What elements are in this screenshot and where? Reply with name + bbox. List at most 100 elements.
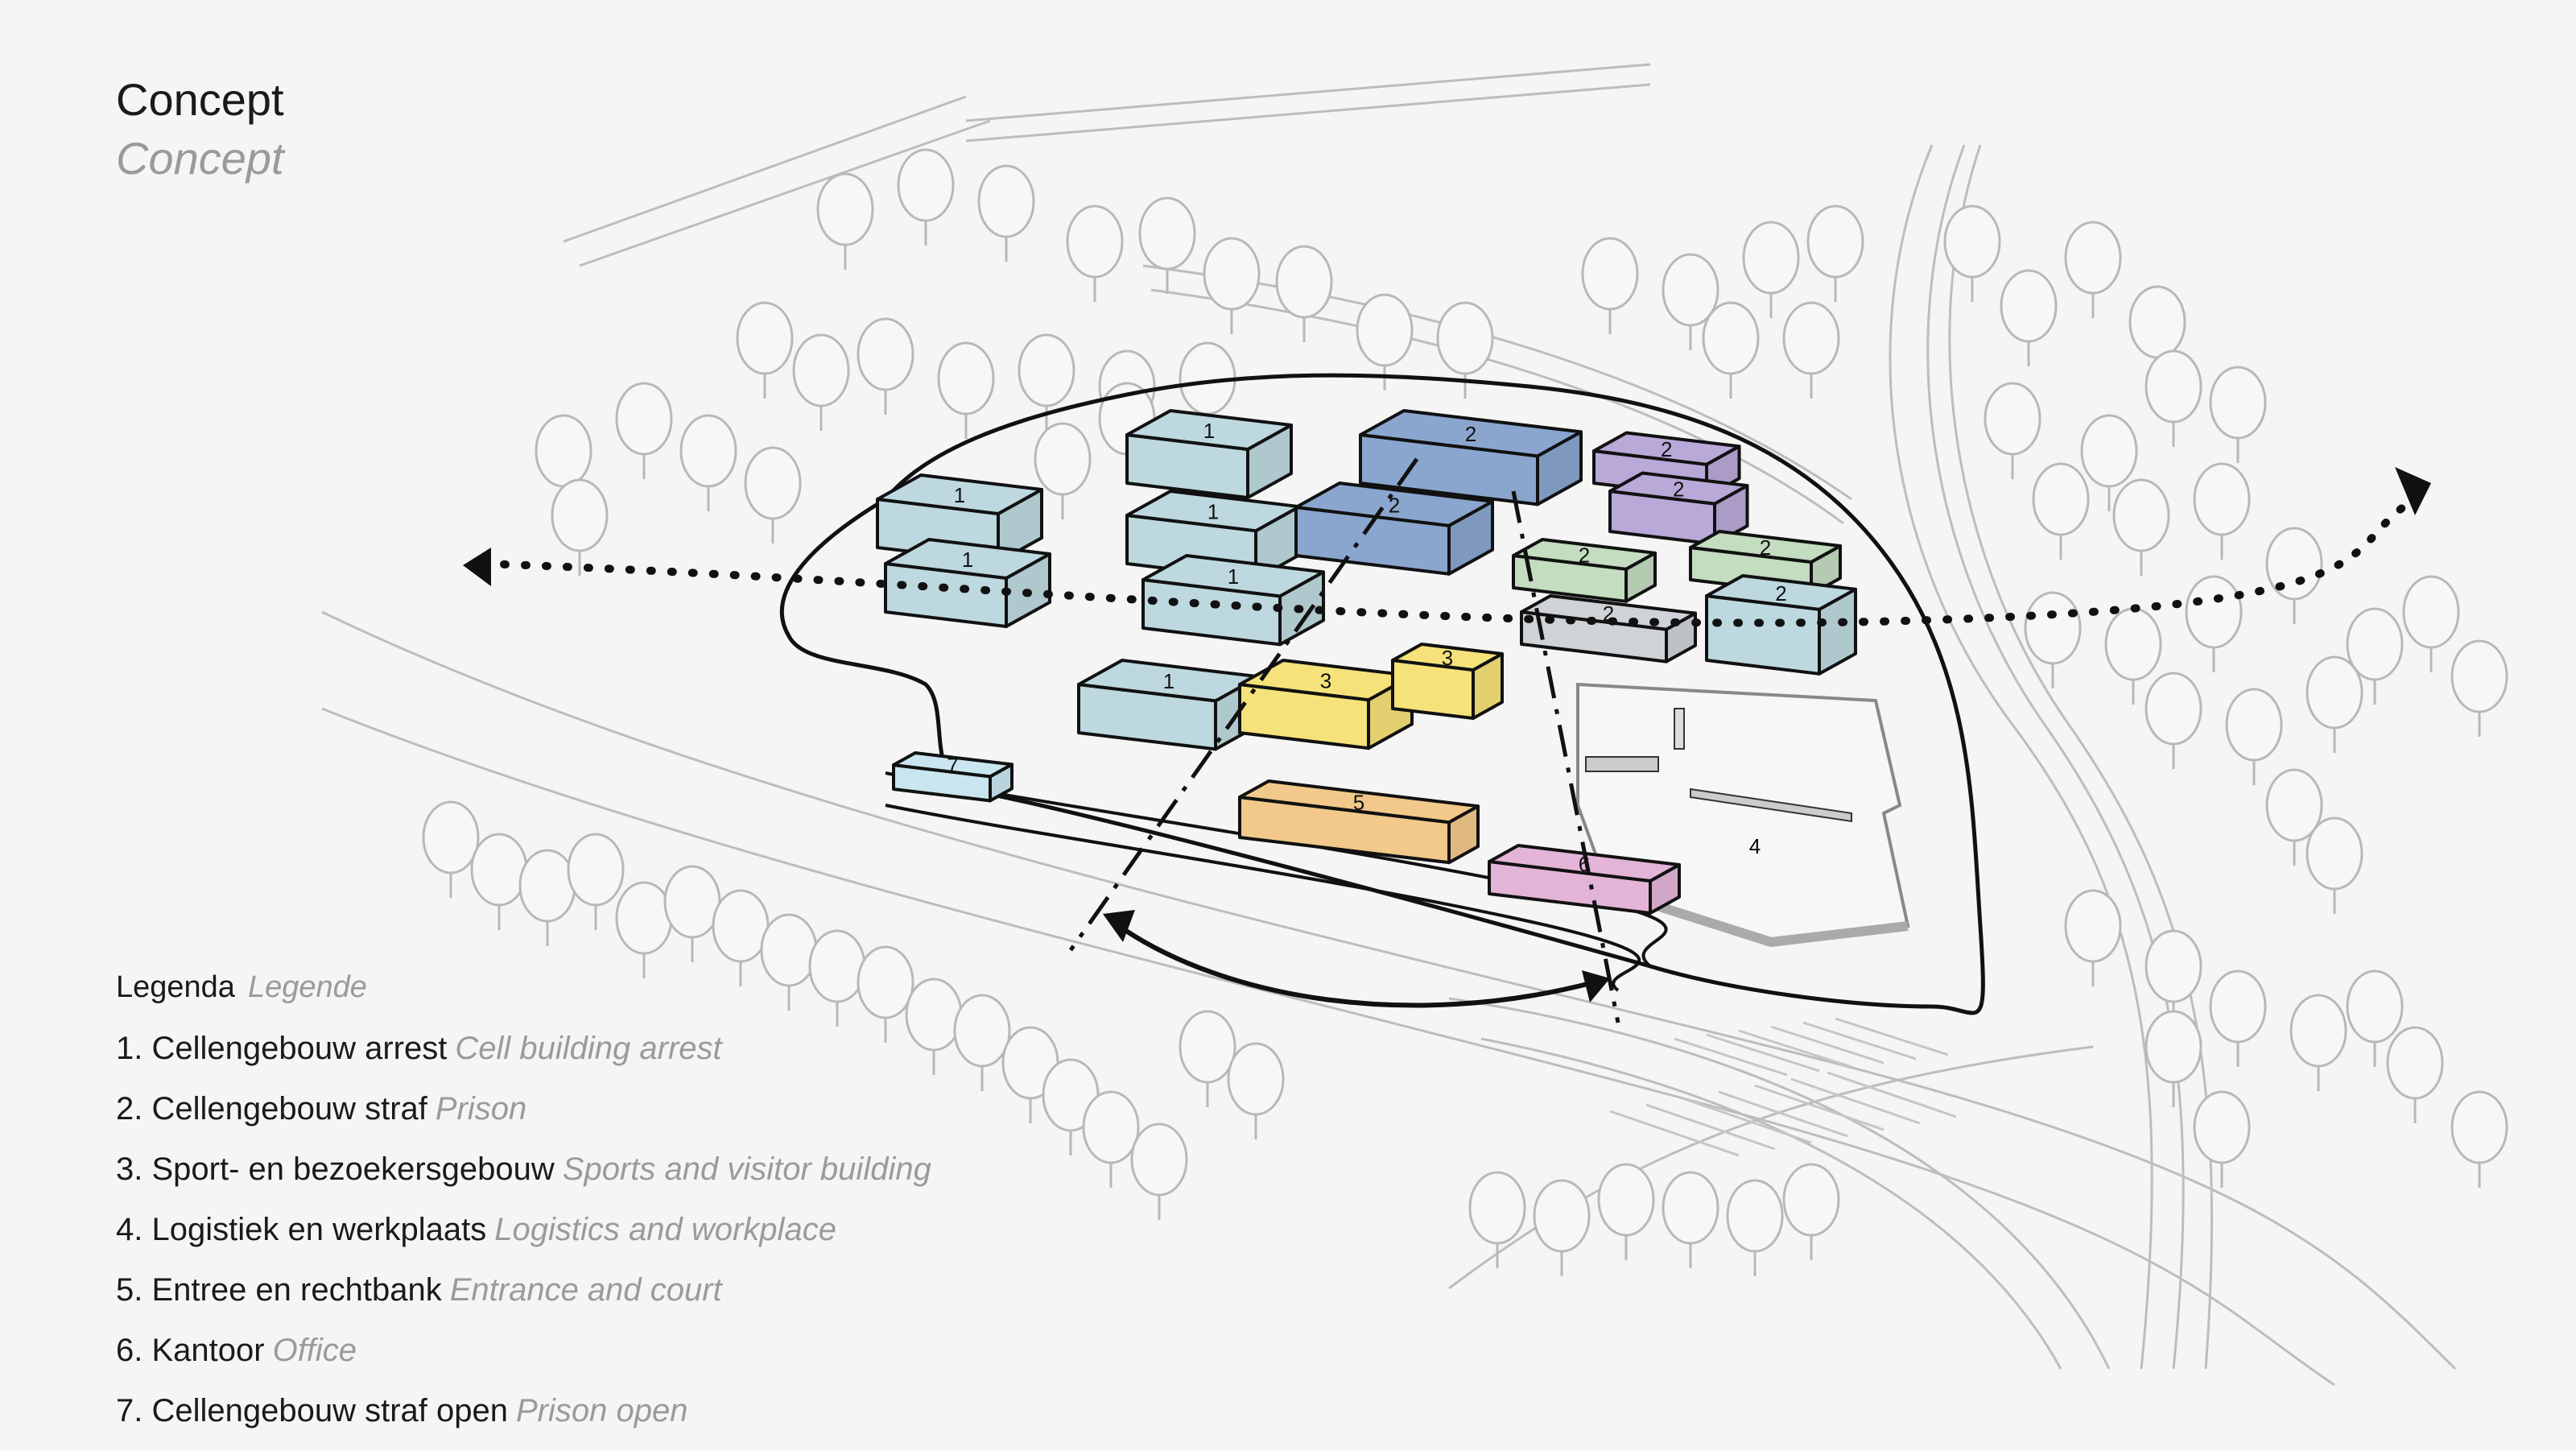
tree-icon [1042, 1058, 1100, 1155]
building-label: 2 [1661, 437, 1672, 461]
tree-icon [1203, 237, 1261, 334]
building-3: 3 [1391, 643, 1504, 720]
tree-icon [2185, 575, 2243, 672]
legend-item-label: 1. Cellengebouw arrest [116, 1031, 448, 1066]
tree-icon [1984, 382, 2041, 479]
tree-icon [1066, 205, 1124, 302]
tree-icon [615, 382, 673, 479]
tree-icon [736, 301, 794, 399]
parking-area [1609, 1017, 1957, 1157]
tree-icon [2112, 478, 2170, 576]
tree-icon [1702, 301, 1760, 399]
tree-icon [1806, 205, 1864, 302]
building-label: 2 [1673, 477, 1684, 502]
building-2: 2 [1520, 594, 1697, 663]
tree-icon [1581, 237, 1639, 334]
tree-icon [1726, 1179, 1784, 1276]
legend-item-label: 5. Entree en rechtbank [116, 1272, 442, 1308]
tree-icon [2104, 607, 2162, 705]
tree-icon [1034, 422, 1092, 519]
building-label: 2 [1775, 581, 1786, 606]
tree-icon [1179, 1010, 1236, 1107]
building-1: 1 [884, 538, 1051, 628]
tree-icon [2145, 1010, 2202, 1107]
tree-icon [2145, 672, 2202, 769]
tree-icon [2024, 591, 2082, 688]
legend-heading-nl: Legenda [116, 970, 235, 1004]
page-title: Concept [116, 74, 284, 125]
tree-icon [953, 994, 1011, 1091]
legend-item-en: Sports and visitor building [562, 1151, 931, 1187]
tree-icon [2265, 527, 2323, 624]
legend-item-label: 7. Cellengebouw straf open [116, 1393, 508, 1428]
building-label: 1 [1208, 500, 1219, 524]
legend-heading-en: Legende [247, 970, 367, 1004]
building-label: 2 [1465, 422, 1476, 446]
tree-icon [1130, 1122, 1188, 1220]
east-arrow-head [2395, 467, 2431, 515]
tree-icon [792, 333, 850, 431]
legend-item-en: Cell building arrest [455, 1031, 722, 1066]
building-2: 2 [1359, 409, 1583, 506]
tree-icon [2080, 414, 2138, 511]
curved-arrow-head-left [1103, 910, 1135, 942]
tree-icon [615, 881, 673, 978]
tree-icon [2289, 994, 2347, 1091]
tree-icon [663, 865, 721, 962]
west-arrow-head [463, 548, 491, 586]
tree-icon [1662, 1171, 1719, 1268]
tree-icon [744, 446, 802, 544]
tree-icon [1742, 221, 1800, 318]
tree-icon [2193, 462, 2251, 560]
building-label: 2 [1389, 493, 1400, 517]
legend-item-en: Entrance and court [449, 1272, 722, 1308]
building-label: 1 [1163, 669, 1174, 693]
tree-icon [2306, 816, 2363, 914]
tree-icon [1356, 293, 1414, 391]
building-6: 6 [1488, 844, 1681, 915]
tree-icon [2346, 969, 2404, 1067]
tree-icon [816, 172, 874, 270]
tree-icon [1138, 196, 1196, 294]
tree-icon [2265, 768, 2323, 866]
tree-icon [470, 833, 528, 930]
tree-icon [1227, 1042, 1285, 1139]
building-2: 2 [1705, 574, 1857, 676]
building-2: 2 [1608, 471, 1749, 546]
tree-icon [897, 148, 955, 246]
tree-icon [1436, 301, 1494, 399]
tree-icon [1275, 245, 1333, 342]
tree-icon [1082, 1090, 1140, 1188]
building-5: 5 [1238, 779, 1480, 865]
legend-item-label: 4. Logistiek en werkplaats [116, 1212, 487, 1247]
tree-icon [977, 164, 1035, 262]
building-label: 7 [947, 754, 958, 778]
building-label: 1 [1228, 564, 1239, 589]
tree-icon [2346, 607, 2404, 705]
legend-item-en: Logistics and workplace [494, 1212, 836, 1247]
building-label: 1 [1203, 419, 1215, 443]
tree-icon [2145, 929, 2202, 1027]
tree-icon [422, 800, 480, 898]
tree-icon [2064, 221, 2122, 318]
concept-axes [463, 457, 2431, 1023]
tree-icon [1533, 1179, 1591, 1276]
east-west-axis [479, 495, 2419, 627]
building-2: 2 [1512, 538, 1657, 603]
legend-item-en: Prison [435, 1091, 527, 1126]
building-label: 3 [1442, 646, 1453, 670]
tree-icon [937, 341, 995, 439]
building-7: 7 [892, 751, 1013, 803]
tree-icon [2064, 889, 2122, 986]
site-label: 4 [1749, 834, 1761, 858]
tree-icon [1597, 1163, 1655, 1260]
site-boundary [779, 373, 1985, 1015]
building-label: 5 [1353, 791, 1364, 815]
legend-item-label: 6. Kantoor [116, 1333, 265, 1368]
tree-icon [2209, 969, 2267, 1067]
